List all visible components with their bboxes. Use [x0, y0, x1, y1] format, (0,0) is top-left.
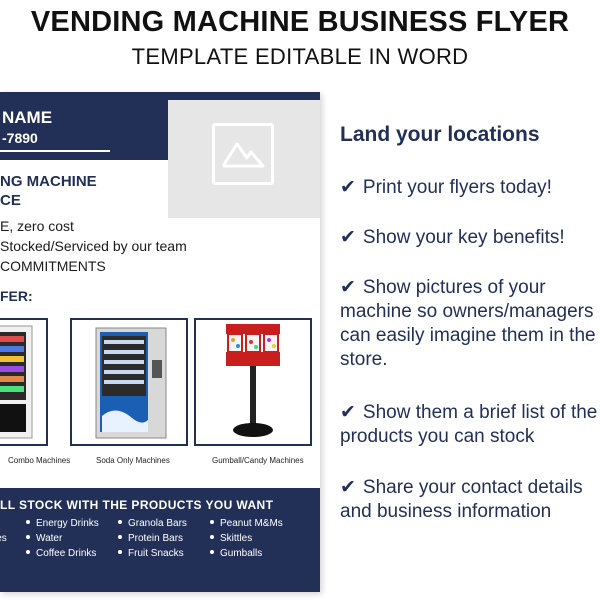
tip-line: machine so owners/managers	[340, 301, 594, 322]
mountain-image-icon	[212, 123, 274, 185]
tip-line: Show your key benefits!	[362, 227, 565, 248]
flyer-divider	[0, 150, 110, 152]
product-label: Gumballs	[220, 548, 263, 559]
checkmark-icon: ✔	[340, 227, 356, 248]
product-label: Coffee Drinks	[36, 548, 97, 559]
soda-machine-caption: Soda Only Machines	[96, 456, 170, 465]
product-label: Peanut M&Ms	[220, 518, 283, 529]
combo-machine-caption: Combo Machines	[8, 456, 71, 465]
bullet-dot	[118, 535, 122, 540]
product-item: Granola Bars	[118, 518, 187, 529]
bullet-dot	[210, 520, 214, 525]
bullet-dot	[118, 520, 122, 525]
offer-label: FER:	[0, 288, 33, 304]
gumball-machine-card	[194, 318, 312, 446]
soda-machine-card	[70, 318, 188, 446]
product-label: Skittles	[220, 533, 253, 544]
checkmark-icon: ✔	[340, 477, 356, 498]
service-line-1: E, zero cost	[0, 218, 74, 234]
product-label: Protein Bars	[128, 533, 184, 544]
products-heading: LL STOCK WITH THE PRODUCTS YOU WANT	[0, 498, 274, 512]
product-item: ies	[0, 533, 7, 544]
flyer-white-area	[0, 160, 168, 220]
product-item: Gumballs	[210, 548, 262, 559]
soda-machine-image	[95, 327, 167, 439]
service-line-3: COMMITMENTS	[0, 258, 106, 274]
products-band	[0, 488, 320, 592]
tip-item: ✔ Print your flyers today!	[340, 176, 600, 200]
tips-heading: Land your locations	[340, 123, 540, 146]
combo-machine-card	[0, 318, 48, 446]
flyer-name: NAME	[2, 108, 53, 127]
tip-line: Show them a brief list of the	[362, 402, 598, 423]
service-title: NG MACHINE CE	[0, 172, 97, 210]
service-line-2: Stocked/Serviced by our team	[0, 238, 187, 254]
page-subtitle: TEMPLATE EDITABLE IN WORD	[131, 44, 469, 69]
product-item: Water	[26, 533, 62, 544]
checkmark-icon: ✔	[340, 277, 356, 298]
product-label: Energy Drinks	[36, 518, 99, 529]
tip-line: Share your contact details	[362, 477, 583, 498]
tip-item: ✔ Share your contact details and business…	[340, 476, 600, 524]
tip-line: and business information	[340, 501, 552, 522]
product-item: Energy Drinks	[26, 518, 99, 529]
product-label: Water	[36, 533, 63, 544]
service-title-line-2: CE	[0, 192, 21, 209]
tip-line-row: ✔ Share your contact details	[340, 476, 600, 500]
gumball-machine-image	[226, 324, 280, 437]
tip-line: store.	[340, 349, 388, 370]
photo-placeholder	[168, 100, 320, 218]
product-label: Granola Bars	[128, 518, 187, 529]
product-item: Skittles	[210, 533, 252, 544]
product-item: Fruit Snacks	[118, 548, 184, 559]
tip-item: ✔ Show your key benefits!	[340, 226, 600, 250]
combo-machine-image	[0, 325, 33, 439]
bullet-dot	[26, 550, 30, 555]
bullet-dot	[26, 520, 30, 525]
bullet-dot	[118, 550, 122, 555]
flyer-phone: -7890	[2, 130, 38, 146]
tip-line-row: ✔ Show pictures of your	[340, 276, 600, 300]
flyer-top-band	[0, 92, 320, 100]
gumball-machine-caption: Gumball/Candy Machines	[212, 456, 304, 465]
tip-line: can easily imagine them in the	[340, 325, 596, 346]
tip-line: Print your flyers today!	[362, 177, 552, 198]
product-item: Coffee Drinks	[26, 548, 96, 559]
product-label: Fruit Snacks	[128, 548, 184, 559]
product-item: Peanut M&Ms	[210, 518, 283, 529]
product-item: Protein Bars	[118, 533, 183, 544]
tip-line-row: ✔ Show them a brief list of the	[340, 401, 600, 425]
page-title: VENDING MACHINE BUSINESS FLYER	[30, 6, 570, 38]
bullet-dot	[210, 535, 214, 540]
tip-line: products you can stock	[340, 426, 535, 447]
tip-item: ✔ Show them a brief list of the products …	[340, 401, 600, 449]
bullet-dot	[210, 550, 214, 555]
service-title-line-1: NG MACHINE	[0, 173, 97, 190]
flyer-preview: NAME -7890 NG MACHINE CE E, zero cost St…	[0, 92, 320, 592]
bullet-dot	[26, 535, 30, 540]
checkmark-icon: ✔	[340, 402, 356, 423]
tip-item: ✔ Show pictures of your machine so owners…	[340, 276, 600, 372]
tip-line: Show pictures of your	[362, 277, 546, 298]
checkmark-icon: ✔	[340, 177, 356, 198]
